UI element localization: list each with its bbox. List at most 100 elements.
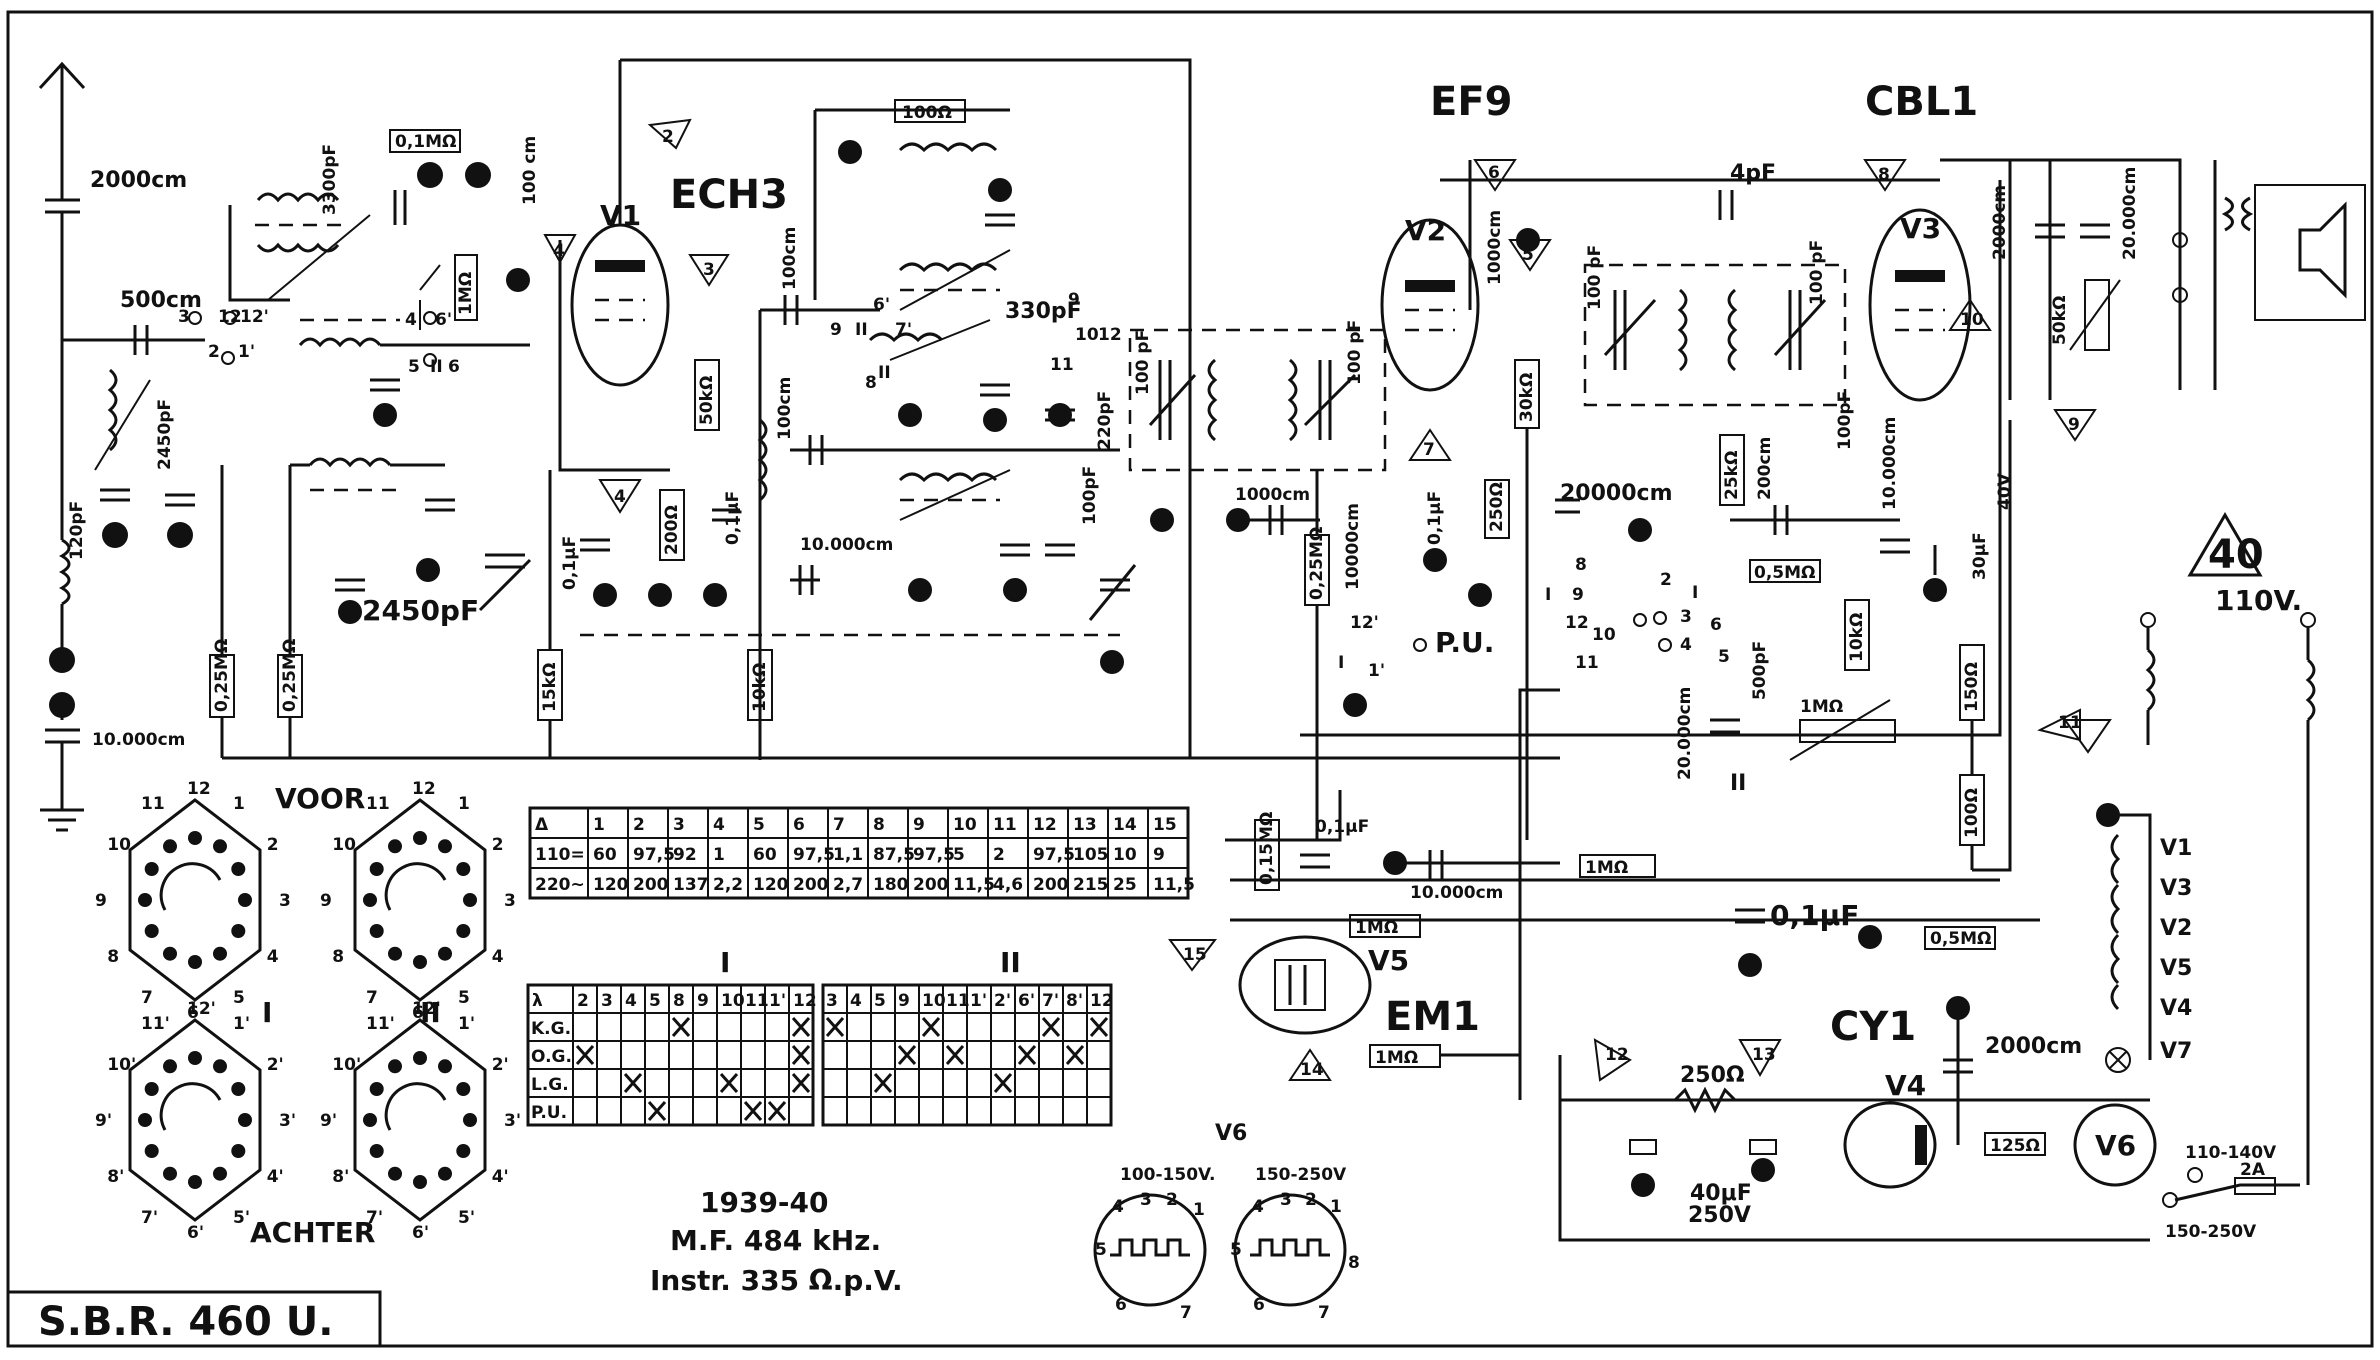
voltage-table-frame xyxy=(528,806,1190,900)
svg-text:V1: V1 xyxy=(2160,836,2192,861)
note-instr: Instr. 335 Ω.p.V. xyxy=(650,1264,903,1297)
ech3-tube xyxy=(570,223,670,387)
switch-header-2: 2' xyxy=(994,991,1011,1011)
svg-text:6: 6 xyxy=(1488,163,1500,183)
voltage-cell: 25 xyxy=(1113,875,1137,895)
svg-text:10: 10 xyxy=(1960,310,1984,330)
wafer-contact xyxy=(456,1144,471,1158)
wafer-number: 3 xyxy=(504,891,516,911)
voltage-cell: 1 xyxy=(593,815,605,835)
wafer-number: 7' xyxy=(366,1208,383,1228)
wafer-contact xyxy=(213,1059,227,1074)
voltage-cell: 220~ xyxy=(535,875,585,895)
switch-mark xyxy=(791,1045,811,1065)
v-250-label: 250V xyxy=(1688,1203,1751,1228)
pu-label: P.U. xyxy=(1435,626,1494,659)
output-transformer xyxy=(2221,196,2254,232)
cap-500 xyxy=(133,325,149,355)
svg-text:V3: V3 xyxy=(2160,876,2192,901)
front-label: VOOR xyxy=(275,782,365,815)
switch-mark xyxy=(873,1073,893,1093)
model-label-box: S.B.R. 460 U. xyxy=(6,1290,382,1348)
v-40-label: 40V xyxy=(1995,472,2015,510)
r-05a-label: 0,5MΩ xyxy=(1754,563,1815,583)
r-200-label: 200Ω xyxy=(662,505,682,555)
wafer-number: 3' xyxy=(279,1111,296,1131)
power-section: 12 13 250Ω 40μF 250V CY1 V4 2000cm 125Ω … xyxy=(1558,512,2316,1242)
svg-text:6: 6 xyxy=(448,357,460,377)
wafer-rotor xyxy=(159,862,222,911)
r-1m-vol xyxy=(1799,719,1896,743)
svg-text:3: 3 xyxy=(1680,607,1692,627)
switch-mark xyxy=(671,1017,691,1037)
c-200-label: 200cm xyxy=(1755,437,1775,500)
switch-header-1: 5 xyxy=(649,991,661,1011)
wafer-contact xyxy=(213,1166,227,1181)
wafer-contact xyxy=(188,831,202,845)
c-2450a-label: 2450pF xyxy=(155,399,175,470)
wafer-contact xyxy=(238,893,252,907)
wafer-contact xyxy=(413,1051,427,1065)
voltage-cell: 6 xyxy=(793,815,805,835)
tri-40-label: 40 xyxy=(2208,532,2264,578)
voltage-cell: 2,2 xyxy=(713,875,743,895)
wafer-contact xyxy=(163,946,177,961)
c-10000-em-label: 10.000cm xyxy=(1410,883,1503,903)
wafer-contact xyxy=(388,1166,402,1181)
em1-tube xyxy=(1238,935,1372,1035)
svg-text:6': 6' xyxy=(435,310,452,330)
r-250f-label: 250Ω xyxy=(1680,1063,1745,1088)
wafer-number: 7' xyxy=(141,1208,158,1228)
ballast-right-label: 150-250V xyxy=(1255,1165,1347,1185)
svg-text:6: 6 xyxy=(1115,1295,1127,1315)
ef9-label: EF9 xyxy=(1430,79,1512,125)
voltage-cell: 11 xyxy=(993,815,1017,835)
svg-text:I: I xyxy=(1338,653,1344,673)
r-1m-c-label: 1MΩ xyxy=(1375,1048,1418,1068)
svg-text:I: I xyxy=(1545,585,1551,605)
voltage-cell: 60 xyxy=(753,845,777,865)
r-1m-b xyxy=(1349,914,1421,938)
voltage-cell: 1 xyxy=(713,845,725,865)
svg-text:I: I xyxy=(1692,583,1698,603)
c-10000-det-label: 10000cm xyxy=(1343,503,1363,590)
voltage-cell: 9 xyxy=(1153,845,1165,865)
c-100pf-osc-label: 100pF xyxy=(1080,466,1100,525)
r-150-label: 150Ω xyxy=(1962,662,1982,712)
r-200 xyxy=(659,489,685,561)
wafer-contact xyxy=(144,1144,159,1158)
svg-text:V4: V4 xyxy=(2160,996,2192,1021)
antenna-icon xyxy=(38,61,86,200)
r-1m-a xyxy=(1579,854,1656,878)
r-05a xyxy=(1749,559,1821,583)
voltage-cell: 14 xyxy=(1113,815,1137,835)
wafer-contact xyxy=(138,893,152,907)
wafer-outline xyxy=(353,1018,487,1222)
wafer-contact xyxy=(231,1144,246,1158)
voltage-cell: 97,5 xyxy=(633,845,675,865)
wafer-number: 4' xyxy=(267,1167,284,1187)
c-2000-cy-label: 2000cm xyxy=(1985,1034,2082,1059)
svg-text:II: II xyxy=(855,320,868,340)
wafer-contact xyxy=(188,955,202,969)
wafer-number: 1' xyxy=(233,1014,250,1034)
wafer-number: 11' xyxy=(141,1014,170,1034)
wafer-number: 8 xyxy=(107,947,119,967)
c-100a-label: 100cm xyxy=(780,227,800,290)
triangle-40 xyxy=(2187,512,2263,577)
wafer-number: 10' xyxy=(107,1055,136,1075)
switch-mark xyxy=(791,1017,811,1037)
wafer-contact xyxy=(369,862,384,876)
switch-header-2: 4 xyxy=(850,991,862,1011)
wafer-contact xyxy=(238,1113,252,1127)
cy1-tube xyxy=(1843,1101,1937,1189)
c-30uf-label: 30μF xyxy=(1970,532,1990,580)
wafer-contact xyxy=(413,831,427,845)
voltage-cell: 12 xyxy=(1033,815,1057,835)
wafer-number: 5 xyxy=(233,988,245,1008)
wafer-rotor xyxy=(159,1082,222,1131)
wafer-number: 11' xyxy=(366,1014,395,1034)
